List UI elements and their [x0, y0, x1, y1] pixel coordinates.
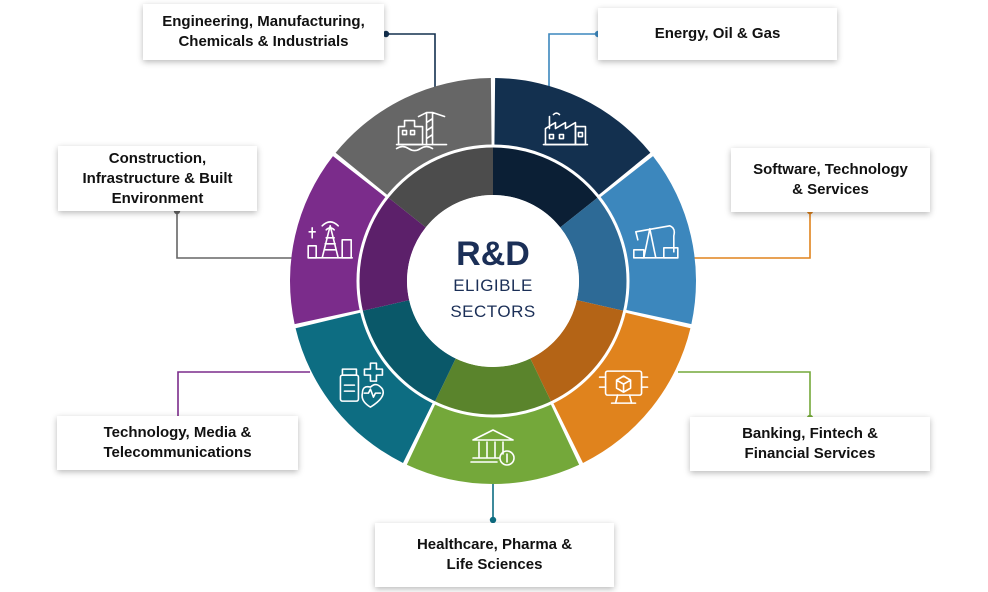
connector-line-telecom: [177, 371, 310, 420]
sector-segment-telecom: [289, 156, 387, 325]
sector-segment-banking: [406, 403, 580, 484]
construction-crane-icon: [395, 111, 448, 152]
outer-ring: [289, 78, 697, 484]
center-title: R&D: [456, 235, 530, 273]
sector-label-healthcare: Healthcare, Pharma & Life Sciences: [375, 523, 614, 587]
sector-segment-software: [552, 312, 691, 463]
sector-inner-segment-banking: [433, 358, 553, 417]
center-subtitle-line2: SECTORS: [450, 302, 536, 321]
sector-label-energy: Energy, Oil & Gas: [598, 8, 837, 60]
connector-line-construction: [176, 211, 297, 259]
sector-label-banking: Banking, Fintech & Financial Services: [690, 417, 930, 471]
sector-inner-segment-energy: [560, 196, 630, 312]
sector-label-construction: Construction, Infrastructure & Built Env…: [58, 146, 257, 211]
connector-line-banking: [678, 371, 811, 418]
monitor-cube-icon: [598, 370, 649, 404]
ring-separator: [356, 144, 630, 418]
sector-inner-segment-healthcare: [360, 300, 456, 404]
connector-dot-engineering: [382, 30, 390, 38]
telecom-tower-icon: [307, 221, 353, 259]
sector-segment-construction: [335, 78, 492, 196]
sector-label-software: Software, Technology & Services: [731, 148, 930, 212]
connector-line-energy: [548, 33, 598, 90]
inner-ring: [356, 144, 630, 418]
center-circle: [407, 195, 579, 367]
oil-pump-icon: [633, 225, 679, 259]
bank-icon: [470, 429, 515, 466]
sector-inner-segment-construction: [386, 145, 493, 228]
connector-dot-healthcare: [489, 516, 497, 524]
sector-inner-segment-telecom: [356, 196, 426, 312]
sector-label-engineering: Engineering, Manufacturing, Chemicals & …: [143, 4, 384, 60]
sector-segment-engineering: [494, 78, 651, 196]
center-label: R&D ELIGIBLE SECTORS: [413, 200, 573, 360]
sector-icons: [307, 111, 679, 466]
sector-inner-segment-engineering: [493, 145, 600, 228]
connector-line-engineering: [386, 33, 436, 90]
sector-inner-segment-software: [530, 300, 626, 404]
connector-line-software: [693, 211, 811, 259]
center-subtitle-line1: ELIGIBLE: [453, 276, 533, 295]
medicine-heart-icon: [339, 362, 384, 408]
sector-label-telecom: Technology, Media & Telecommunications: [57, 416, 298, 470]
factory-icon: [542, 112, 589, 146]
